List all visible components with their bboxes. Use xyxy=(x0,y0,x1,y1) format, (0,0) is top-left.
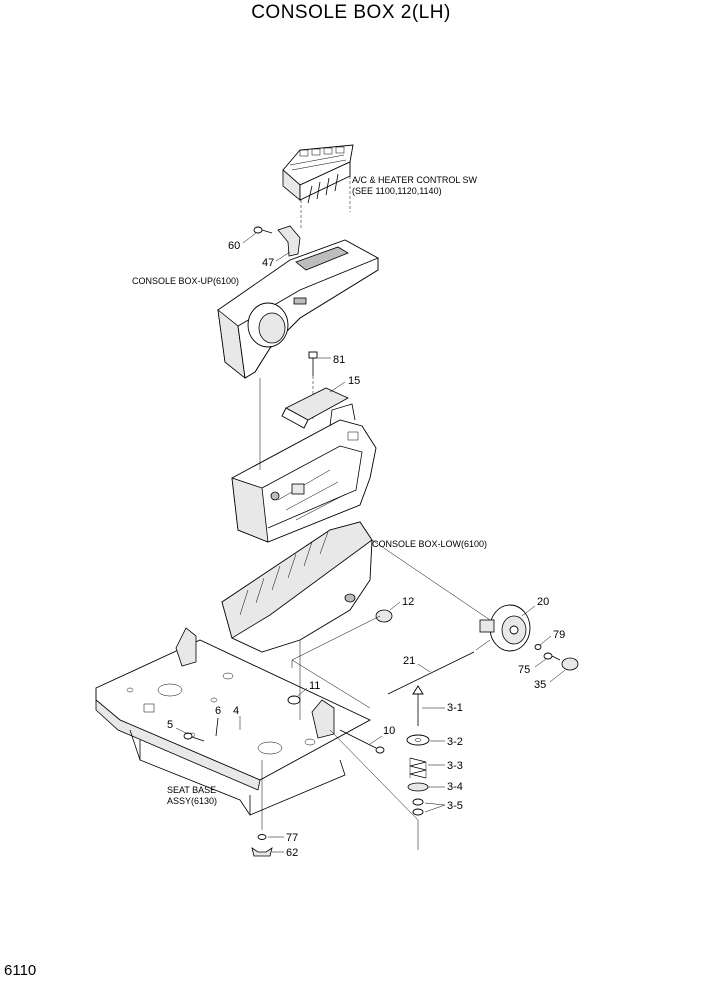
label-part-81: 81 xyxy=(333,354,345,366)
label-part-47: 47 xyxy=(262,257,274,269)
label-console-box-low: CONSOLE BOX-LOW(6100) xyxy=(372,539,487,549)
bolt-5 xyxy=(183,732,205,742)
gas-spring-4 xyxy=(221,714,271,751)
label-part-21: 21 xyxy=(403,655,415,667)
label-seat-base-1: SEAT BASE xyxy=(167,785,216,795)
label-part-3-3: 3-3 xyxy=(447,760,463,772)
label-part-4: 4 xyxy=(233,705,239,717)
spring-3-3 xyxy=(409,757,427,779)
rod-21 xyxy=(387,651,475,695)
knob-housing-20 xyxy=(479,604,531,652)
label-part-79: 79 xyxy=(553,629,565,641)
page-title: CONSOLE BOX 2(LH) xyxy=(251,2,451,23)
cap-12 xyxy=(375,609,393,623)
clip-11 xyxy=(287,695,301,705)
washer-79 xyxy=(534,644,542,650)
page-number: 6110 xyxy=(4,962,37,979)
bolt-3-1 xyxy=(412,685,424,726)
label-part-35: 35 xyxy=(534,679,546,691)
label-part-20: 20 xyxy=(537,596,549,608)
label-part-12: 12 xyxy=(402,596,414,608)
wing-nut-62 xyxy=(251,847,273,857)
label-part-60: 60 xyxy=(228,240,240,252)
label-part-10: 10 xyxy=(383,725,395,737)
label-part-3-2: 3-2 xyxy=(447,736,463,748)
assembly-lines xyxy=(259,378,491,850)
label-ac-heater-switch: A/C & HEATER CONTROL SW xyxy=(352,175,478,185)
label-part-75: 75 xyxy=(518,664,530,676)
label-console-box-up: CONSOLE BOX-UP(6100) xyxy=(132,276,239,286)
label-part-11: 11 xyxy=(309,680,320,692)
label-part-5: 5 xyxy=(167,719,173,731)
washer-3-2 xyxy=(406,734,430,746)
pin-6 xyxy=(215,717,219,737)
seat-base-plate xyxy=(95,627,371,816)
label-part-62: 62 xyxy=(286,847,298,859)
bolt-10 xyxy=(339,729,385,754)
screw-75 xyxy=(543,652,561,661)
console-box-lower-frame xyxy=(231,403,377,543)
screw-60 xyxy=(253,226,273,234)
cap-35 xyxy=(561,657,579,671)
console-box-lower-tray xyxy=(221,521,373,653)
label-part-77: 77 xyxy=(286,832,298,844)
label-part-15: 15 xyxy=(348,375,360,387)
knob-47 xyxy=(277,225,301,257)
console-box-upper xyxy=(217,239,379,379)
washer-77 xyxy=(257,834,267,840)
label-part-6: 6 xyxy=(215,705,221,717)
washer-3-4 xyxy=(407,782,429,792)
nut-3-5 xyxy=(412,798,424,816)
label-seat-base-2: ASSY(6130) xyxy=(167,796,217,806)
label-part-3-4: 3-4 xyxy=(447,781,463,793)
bracket-15 xyxy=(281,387,349,429)
label-ac-heater-see: (SEE 1100,1120,1140) xyxy=(352,186,442,196)
ac-heater-control-switch xyxy=(282,144,354,230)
label-part-3-1: 3-1 xyxy=(447,702,463,714)
label-part-3-5: 3-5 xyxy=(447,800,463,812)
